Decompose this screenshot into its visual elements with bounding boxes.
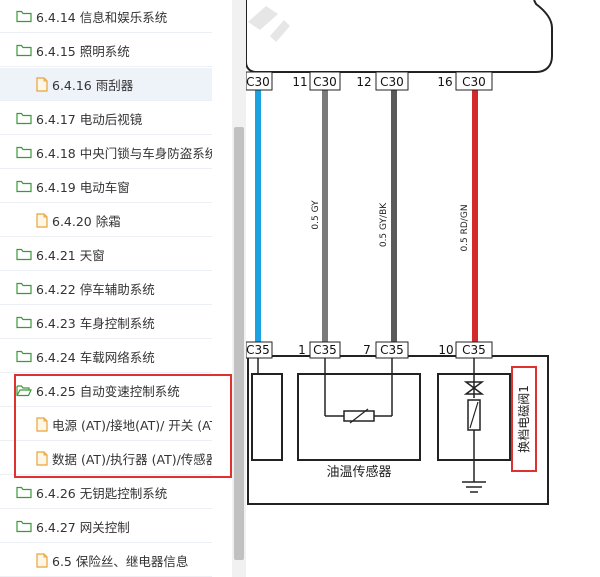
bottom-pin-1-number: 1 <box>298 343 306 357</box>
tree-item-label: 数据 (AT)/执行器 (AT)/传感器 (AT) <box>52 451 212 467</box>
top-pin-0: C30 <box>246 71 273 91</box>
tree-item-lighting[interactable]: 6.4.15 照明系统 <box>0 34 212 67</box>
wire-rd-gn <box>472 90 478 342</box>
wire-gy <box>322 90 328 342</box>
navigation-tree: 6.4.14 信息和娱乐系统 6.4.15 照明系统 6.4.16 雨刮器 6.4.1… <box>0 0 232 577</box>
tree-item-power-windows[interactable]: 6.4.19 电动车窗 <box>0 170 212 203</box>
bottom-pin-2-number: 7 <box>363 343 371 357</box>
file-icon <box>36 76 48 92</box>
tree-item-vehicle-network[interactable]: 6.4.24 车载网络系统 <box>0 340 212 373</box>
folder-icon <box>16 486 32 499</box>
tree-item-auto-transmission[interactable]: 6.4.25 自动变速控制系统 <box>0 374 212 407</box>
tree-item-parking-assist[interactable]: 6.4.22 停车辅助系统 <box>0 272 212 305</box>
tree-item-keyless[interactable]: 6.4.26 无钥匙控制系统 <box>0 476 212 509</box>
bottom-pin-3-number: 10 <box>438 343 453 357</box>
oil-temperature-sensor: 油温传感器 <box>297 358 421 480</box>
top-pin-1-number: 11 <box>292 75 307 89</box>
top-pin-2: 12 C30 <box>356 71 409 91</box>
file-icon <box>36 212 48 228</box>
wire-label-rd-gn: 0.5 RD/GN <box>460 204 470 251</box>
wire-label-gy: 0.5 GY <box>311 200 321 230</box>
wire-blue <box>255 90 261 342</box>
bottom-pin-1-conn: C35 <box>313 343 337 357</box>
top-pin-3-number: 16 <box>437 75 452 89</box>
wire-gy-bk <box>391 90 397 342</box>
folder-open-icon <box>16 384 32 397</box>
shift-solenoid-1: 换档电磁阀1 <box>437 358 537 493</box>
tree-item-label: 6.4.22 停车辅助系统 <box>36 281 155 297</box>
wiring-diagram-canvas: 0.5 GY 0.5 GY/BK 0.5 RD/GN C30 11 C30 12… <box>246 0 553 505</box>
tree-item-label: 6.4.25 自动变速控制系统 <box>36 383 180 399</box>
wiring-diagram: 0.5 GY 0.5 GY/BK 0.5 RD/GN C30 11 C30 12… <box>246 0 600 577</box>
tree-item-fuse-relay-info[interactable]: 6.5 保险丝、继电器信息 <box>0 544 212 577</box>
folder-icon <box>16 248 32 261</box>
tree-item-label: 6.4.17 电动后视镜 <box>36 111 143 127</box>
file-icon <box>36 552 48 568</box>
wire-label-gy-bk: 0.5 GY/BK <box>379 202 389 247</box>
tree-item-data-actuator-sensor-at[interactable]: 数据 (AT)/执行器 (AT)/传感器 (AT) <box>0 442 212 475</box>
watermark-mark <box>248 6 290 42</box>
tree-item-wipers[interactable]: 6.4.16 雨刮器 <box>0 68 212 101</box>
tree-item-sunroof[interactable]: 6.4.21 天窗 <box>0 238 212 271</box>
scrollbar-thumb[interactable] <box>234 127 244 560</box>
folder-icon <box>16 44 32 57</box>
tree-item-gateway[interactable]: 6.4.27 网关控制 <box>0 510 212 543</box>
bottom-pin-2: 7 C35 <box>363 341 409 359</box>
solenoid-label: 换档电磁阀1 <box>516 385 531 453</box>
solenoid-label-highlight <box>511 366 537 472</box>
folder-icon <box>16 10 32 23</box>
tree-item-label: 6.4.14 信息和娱乐系统 <box>36 9 168 25</box>
top-pin-2-conn: C30 <box>380 75 404 89</box>
file-icon <box>36 450 48 466</box>
tree-item-label: 6.4.15 照明系统 <box>36 43 130 59</box>
tree-item-label: 6.4.18 中央门锁与车身防盗系统 <box>36 145 212 161</box>
folder-icon <box>16 112 32 125</box>
folder-icon <box>16 146 32 159</box>
folder-icon <box>16 180 32 193</box>
tree-item-label: 6.5 保险丝、继电器信息 <box>52 553 189 569</box>
tree-item-label: 6.4.26 无钥匙控制系统 <box>36 485 168 501</box>
bottom-pin-1: 1 C35 <box>298 341 341 359</box>
bottom-pin-0: C35 <box>246 341 273 359</box>
left-component-box <box>251 373 283 461</box>
top-pin-3: 16 C30 <box>437 71 493 91</box>
tree-item-label: 6.4.19 电动车窗 <box>36 179 130 195</box>
tree-item-label: 电源 (AT)/接地(AT)/ 开关 (AT) <box>52 417 212 433</box>
sidebar-scrollbar[interactable] <box>232 0 246 577</box>
top-pin-1-conn: C30 <box>313 75 337 89</box>
tree-item-power-mirrors[interactable]: 6.4.17 电动后视镜 <box>0 102 212 135</box>
top-pin-1: 11 C30 <box>292 71 341 91</box>
folder-icon <box>16 350 32 363</box>
tree-item-label: 6.4.20 除霜 <box>52 213 121 229</box>
folder-icon <box>16 520 32 533</box>
bottom-pin-2-conn: C35 <box>380 343 404 357</box>
tree-item-infotainment[interactable]: 6.4.14 信息和娱乐系统 <box>0 0 212 33</box>
tree-item-label: 6.4.21 天窗 <box>36 247 105 263</box>
tree-item-label: 6.4.16 雨刮器 <box>52 77 134 93</box>
tree-item-label: 6.4.23 车身控制系统 <box>36 315 155 331</box>
tree-item-label: 6.4.27 网关控制 <box>36 519 130 535</box>
upper-connector-outline <box>246 0 553 73</box>
folder-icon <box>16 282 32 295</box>
top-pin-2-number: 12 <box>356 75 371 89</box>
top-pin-0-conn: C30 <box>246 75 270 89</box>
bottom-pin-0-conn: C35 <box>246 343 270 357</box>
tree-item-label: 6.4.24 车载网络系统 <box>36 349 155 365</box>
bottom-pin-3-conn: C35 <box>462 343 486 357</box>
lower-component-outline <box>247 355 549 505</box>
tree-item-body-control[interactable]: 6.4.23 车身控制系统 <box>0 306 212 339</box>
file-icon <box>36 416 48 432</box>
tree-item-power-ground-switch-at[interactable]: 电源 (AT)/接地(AT)/ 开关 (AT) <box>0 408 212 441</box>
bottom-pin-3: 10 C35 <box>438 341 493 359</box>
top-pin-3-conn: C30 <box>462 75 486 89</box>
folder-icon <box>16 316 32 329</box>
tree-item-central-lock-antitheft[interactable]: 6.4.18 中央门锁与车身防盗系统 <box>0 136 212 169</box>
oil-sensor-label: 油温传感器 <box>326 464 391 480</box>
tree-item-defrost[interactable]: 6.4.20 除霜 <box>0 204 212 237</box>
